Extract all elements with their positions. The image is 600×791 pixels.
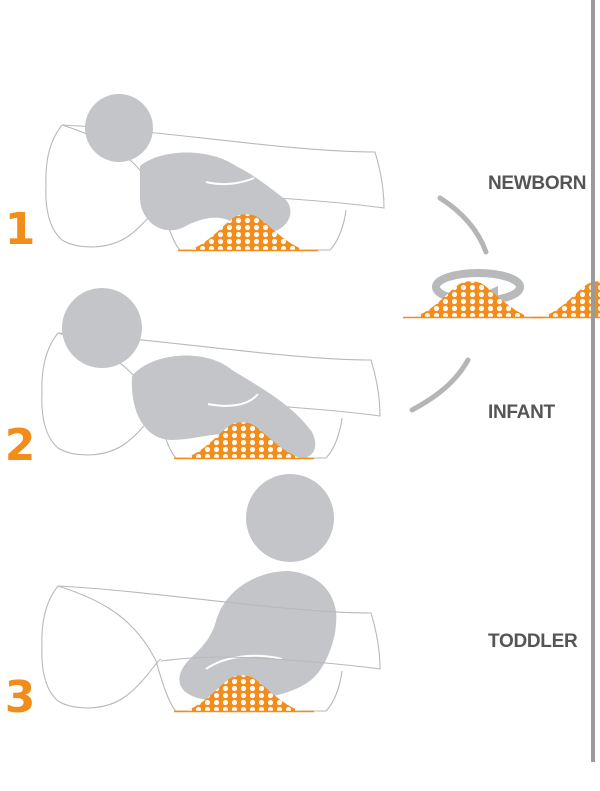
- tub-newborn: [45, 94, 385, 252]
- step-number-1: 1: [4, 204, 36, 255]
- step-number-3: 3: [4, 672, 36, 723]
- tub-infant: [41, 288, 381, 460]
- support-insert-icon: [530, 280, 600, 319]
- tub-toddler: [41, 474, 381, 713]
- reversible-support-graphic: [402, 195, 600, 413]
- baby-silhouette-icon: [179, 474, 337, 701]
- vertical-divider: [591, 0, 595, 762]
- baby-silhouette-icon: [62, 288, 316, 459]
- stage-label-newborn: NEWBORN: [488, 173, 587, 194]
- step-number-2: 2: [4, 420, 36, 471]
- stage-label-toddler: TODDLER: [488, 631, 578, 652]
- stage-label-infant: INFANT: [488, 402, 555, 423]
- baby-silhouette-icon: [85, 94, 291, 234]
